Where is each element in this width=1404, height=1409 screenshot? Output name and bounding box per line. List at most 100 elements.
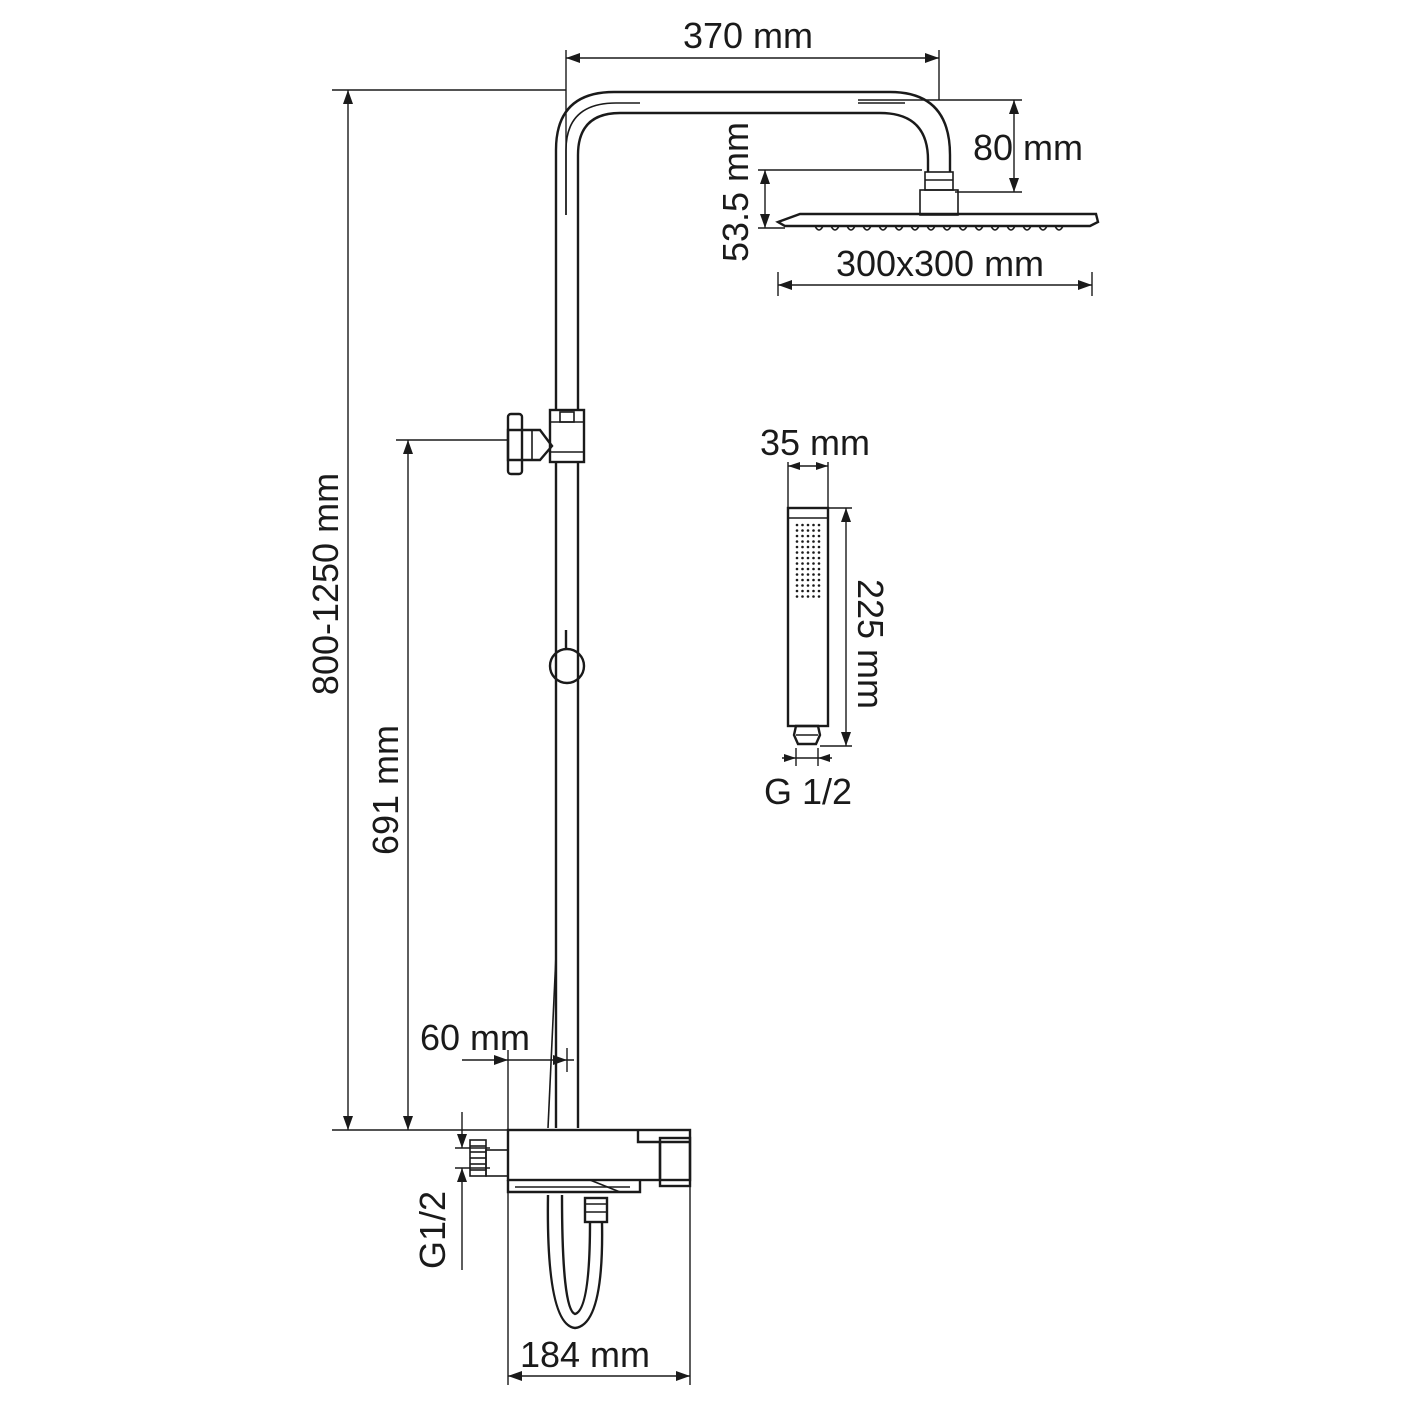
nozzle-dot [806, 529, 810, 532]
nozzle-dot [806, 573, 810, 576]
nozzle [990, 225, 1000, 231]
dimension-label-g-1-2: G 1/2 [764, 771, 852, 812]
nozzle-dot [812, 523, 815, 527]
nozzle-dot [812, 595, 815, 598]
nozzle-dot [795, 529, 799, 532]
nozzle-dot [801, 573, 804, 576]
thermostatic-mixer [469, 1128, 692, 1224]
nozzle-dot [817, 540, 821, 543]
dimension-label-60: 60 mm [420, 1017, 530, 1058]
dimension-mixer-offset: 60 mm [420, 1017, 574, 1130]
nozzle-dot [817, 573, 821, 576]
nozzle-dot [795, 556, 799, 560]
nozzle-dot [812, 545, 815, 549]
hand-shower [786, 506, 830, 746]
nozzle-dot [806, 567, 810, 571]
shower-hose-line [547, 954, 557, 1129]
nozzle-dot [795, 551, 799, 554]
dimension-label-184: 184 mm [520, 1334, 650, 1375]
nozzle-dot [812, 534, 815, 538]
dimension-mixer-width: 184 mm [507, 1186, 691, 1385]
nozzle [814, 225, 824, 231]
nozzle-dot [801, 540, 804, 543]
dimension-head-arm-length: 370 mm [565, 15, 940, 215]
nozzle-dot [817, 578, 821, 582]
dimension-label-370: 370 mm [683, 15, 813, 56]
nozzle-dot [806, 562, 810, 565]
nozzle-dot [801, 556, 804, 560]
nozzle-dot [806, 589, 810, 593]
nozzle-dot [812, 540, 815, 543]
nozzle-dot [812, 589, 815, 593]
nozzle [878, 225, 888, 231]
nozzle-dot [801, 578, 804, 582]
nozzle [1038, 225, 1048, 231]
dimension-label-225: 225 mm [850, 579, 891, 709]
nozzle [942, 225, 952, 231]
nozzle [894, 225, 904, 231]
sliding-holder [506, 408, 586, 476]
nozzle-dot [817, 556, 821, 560]
nozzle-dot [801, 529, 804, 532]
nozzle-dot [817, 551, 821, 554]
nozzle [830, 225, 840, 231]
nozzle [974, 225, 984, 231]
nozzle-dot [795, 545, 799, 549]
dimension-label-300x300: 300x300 mm [836, 243, 1044, 284]
dimension-head-arm-drop: 80 mm [858, 99, 1083, 193]
rain-shower-head [775, 212, 1100, 231]
nozzle-dot [817, 534, 821, 538]
nozzle-dot [812, 584, 815, 587]
nozzle-dot [817, 595, 821, 598]
nozzle-dot [801, 595, 804, 598]
dimension-hand-shower-width: 35 mm [760, 422, 870, 508]
nozzle-dot [795, 540, 799, 543]
nozzle [926, 225, 936, 231]
dimension-inlet-thread: G1/2 [412, 1112, 490, 1270]
hand-shower-nozzles [795, 523, 821, 598]
nozzle-dot [817, 529, 821, 532]
nozzle-dot [812, 529, 815, 532]
nozzle-dot [795, 584, 799, 587]
nozzle-dot [806, 540, 810, 543]
dimension-label-80: 80 mm [973, 127, 1083, 168]
nozzle-dot [812, 551, 815, 554]
nozzle [1006, 225, 1016, 231]
dimension-total-height: 800-1250 mm [305, 89, 566, 1131]
shower-riser-pipe [554, 90, 952, 1128]
nozzle-dot [801, 551, 804, 554]
nozzle-dot [812, 562, 815, 565]
nozzle-dot [817, 584, 821, 587]
dimension-label-53-5: 53.5 mm [715, 122, 756, 262]
nozzle [958, 225, 968, 231]
nozzle-dot [795, 595, 799, 598]
nozzle [910, 225, 920, 231]
nozzle-dot [806, 578, 810, 582]
nozzle-dot [812, 556, 815, 560]
nozzle-dot [817, 545, 821, 549]
nozzle-dot [812, 573, 815, 576]
nozzle-dot [817, 562, 821, 565]
nozzle-dot [806, 545, 810, 549]
dimension-label-35: 35 mm [760, 422, 870, 463]
nozzle-dot [801, 534, 804, 538]
dimension-label-691: 691 mm [365, 725, 406, 855]
dimension-hand-shower-length: 225 mm [820, 507, 891, 747]
nozzle-dot [817, 589, 821, 593]
nozzle-dot [817, 523, 821, 527]
nozzle [846, 225, 856, 231]
arm-connector [919, 171, 959, 216]
nozzle-dot [812, 578, 815, 582]
nozzle-dot [801, 584, 804, 587]
nozzle-dot [795, 562, 799, 565]
dimension-head-height: 53.5 mm [715, 122, 922, 262]
nozzle-dot [795, 578, 799, 582]
nozzle-dot [806, 523, 810, 527]
nozzle-dot [795, 589, 799, 593]
nozzle-dot [806, 551, 810, 554]
nozzle-dot [817, 567, 821, 571]
nozzle [1022, 225, 1032, 231]
shower-hose-loop [546, 1194, 604, 1330]
nozzle-dot [801, 567, 804, 571]
